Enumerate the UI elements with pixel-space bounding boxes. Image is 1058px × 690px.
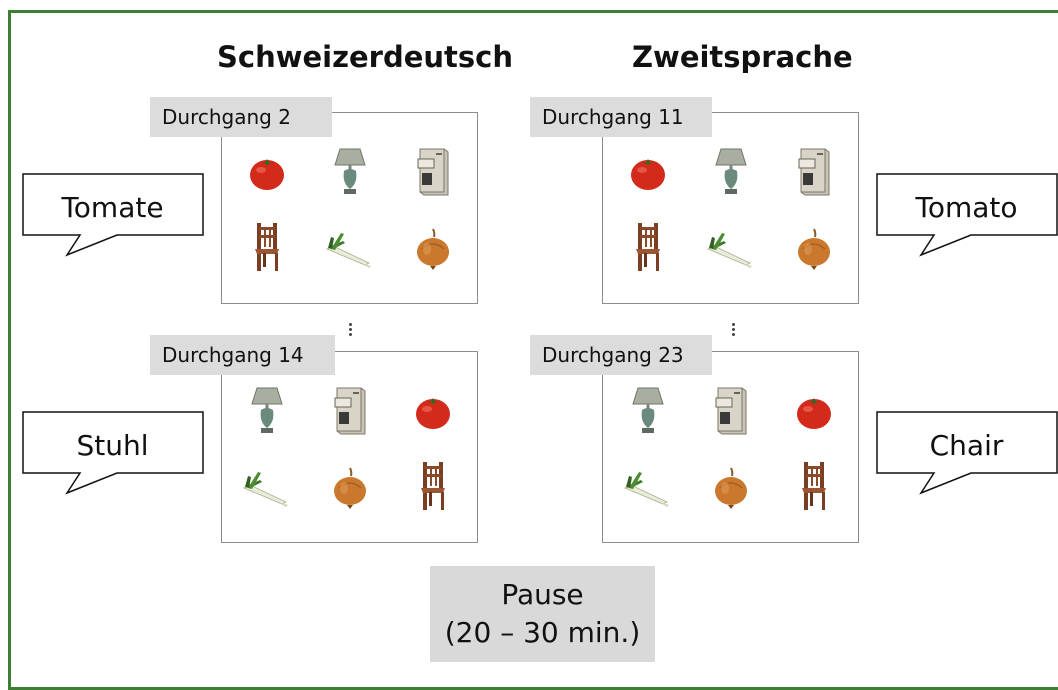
trial-panel-top-right — [602, 112, 859, 304]
leek-icon — [325, 219, 375, 275]
continuation-dots-right — [730, 323, 736, 343]
chair-icon — [789, 458, 839, 514]
speech-bubble-top-left: Tomate — [22, 173, 226, 269]
bubble-word-bottom-right: Chair — [929, 429, 1004, 462]
bubble-word-bottom-left: Stuhl — [76, 429, 149, 462]
speech-bubble-top-right: Tomato — [876, 173, 1058, 269]
pause-title: Pause — [501, 578, 584, 611]
tomato-icon — [623, 143, 673, 199]
pause-duration: (20 – 30 min.) — [444, 616, 641, 649]
column-title-swiss-german: Schweizerdeutsch — [217, 40, 514, 74]
onion-icon — [706, 458, 756, 514]
column-title-second-language: Zweitsprache — [632, 40, 853, 74]
tomato-icon — [242, 143, 292, 199]
chair-icon — [242, 219, 292, 275]
trial-panel-bottom-right — [602, 351, 859, 543]
trial-label-bottom-right: Durchgang 23 — [530, 335, 712, 375]
lamp-icon — [242, 382, 292, 438]
onion-icon — [789, 219, 839, 275]
leek-icon — [623, 458, 673, 514]
trial-panel-bottom-left — [221, 351, 478, 543]
onion-icon — [325, 458, 375, 514]
leek-icon — [242, 458, 292, 514]
chair-icon — [623, 219, 673, 275]
lamp-icon — [706, 143, 756, 199]
trial-label-top-left: Durchgang 2 — [150, 97, 332, 137]
chair-icon — [408, 458, 458, 514]
lamp-icon — [325, 143, 375, 199]
bubble-word-top-left: Tomate — [61, 191, 164, 224]
pause-box: Pause (20 – 30 min.) — [430, 566, 655, 662]
tomato-icon — [789, 382, 839, 438]
leek-icon — [706, 219, 756, 275]
lamp-icon — [623, 382, 673, 438]
cabinet-icon — [706, 382, 756, 438]
trial-label-bottom-left: Durchgang 14 — [150, 335, 335, 375]
trial-label-top-right: Durchgang 11 — [530, 97, 712, 137]
bubble-word-top-right: Tomato — [915, 191, 1018, 224]
cabinet-icon — [408, 143, 458, 199]
cabinet-icon — [325, 382, 375, 438]
onion-icon — [408, 219, 458, 275]
continuation-dots-left — [347, 323, 353, 343]
tomato-icon — [408, 382, 458, 438]
cabinet-icon — [789, 143, 839, 199]
trial-panel-top-left — [221, 112, 478, 304]
speech-bubble-bottom-right: Chair — [876, 411, 1058, 507]
speech-bubble-bottom-left: Stuhl — [22, 411, 226, 507]
